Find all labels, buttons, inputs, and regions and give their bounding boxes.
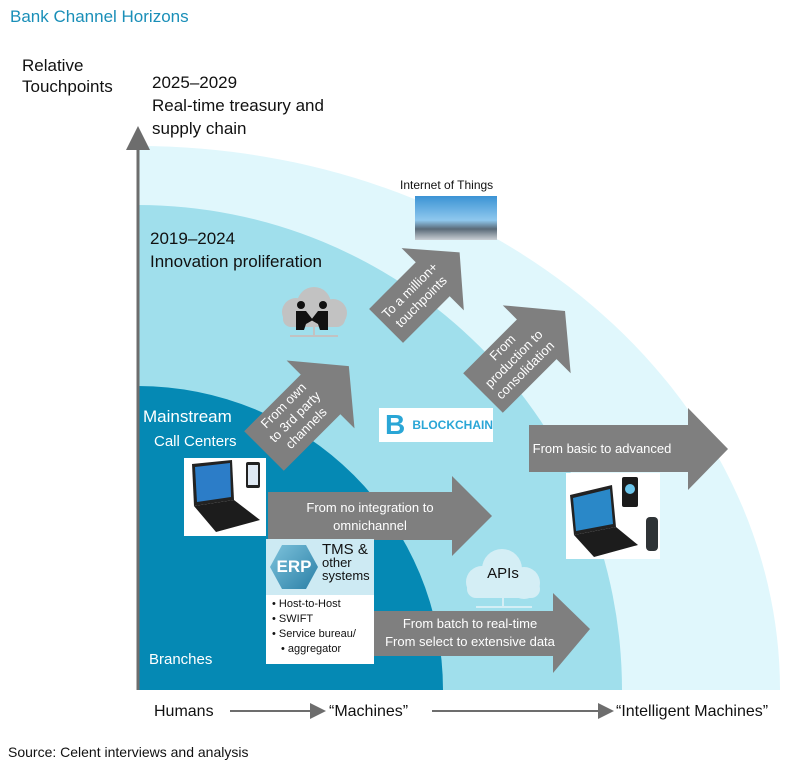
handshake-cloud-icon <box>282 287 347 337</box>
y-axis-label-line1: Relative <box>22 56 84 75</box>
blockchain-b-icon: B <box>385 409 406 440</box>
api-cloud-icon <box>466 549 540 608</box>
era-2025-line1: Real-time treasury and <box>152 96 324 115</box>
laptop-phone-image <box>184 458 266 536</box>
arrow-advanced-text: From basic to advanced <box>533 441 672 456</box>
erp-logo-icon: ERP <box>270 545 318 589</box>
apis-label: APIs <box>487 565 519 582</box>
y-axis-label-line2: Touchpoints <box>22 77 113 96</box>
branches-label: Branches <box>149 651 213 668</box>
erp-header: ERP TMS & other systems <box>266 539 374 595</box>
arrow-omnichannel <box>268 476 492 556</box>
era-2019-label: Innovation proliferation <box>150 252 323 271</box>
x-label-machines: “Machines” <box>329 703 409 720</box>
arrow-omnichannel-line2: omnichannel <box>333 518 407 533</box>
arrow-realtime <box>374 593 590 673</box>
x-label-humans: Humans <box>154 703 214 720</box>
x-label-intelligent-machines: “Intelligent Machines” <box>616 703 769 720</box>
erp-title-line2: other <box>322 555 352 570</box>
era-mainstream: Mainstream <box>143 407 232 426</box>
era-2025-line2: supply chain <box>152 119 247 138</box>
era-2019-years: 2019–2024 <box>150 229 236 248</box>
erp-item: SWIFT <box>272 612 356 627</box>
y-axis-label: Relative Touchpoints <box>22 55 113 97</box>
call-centers-label: Call Centers <box>154 433 237 450</box>
erp-list: Host-to-Host SWIFT Service bureau/ aggre… <box>266 597 356 657</box>
arrow-advanced <box>529 408 728 490</box>
era-2019-2024: 2019–2024 Innovation proliferation <box>150 227 322 273</box>
arrow-omnichannel-line1: From no integration to <box>306 500 433 515</box>
intelligent-devices-image <box>566 473 660 559</box>
iot-cloud-image <box>415 196 497 240</box>
iot-label: Internet of Things <box>400 178 494 192</box>
erp-item: Host-to-Host <box>272 597 356 612</box>
arrow-realtime-line2: From select to extensive data <box>385 634 556 649</box>
diagram-title: Bank Channel Horizons <box>10 7 189 26</box>
arrow-million: To a million+ touchpoints <box>369 248 464 343</box>
blockchain-logo: B BLOCKCHAIN <box>379 408 493 442</box>
era-2025-years: 2025–2029 <box>152 73 238 92</box>
erp-item: Service bureau/ <box>272 627 356 642</box>
era-2025-2029: 2025–2029 Real-time treasury and supply … <box>152 71 324 140</box>
erp-title-line3: systems <box>322 568 370 583</box>
blockchain-label: BLOCKCHAIN <box>412 418 493 432</box>
arrow-realtime-line1: From batch to real-time <box>403 616 537 631</box>
source-note: Source: Celent interviews and analysis <box>8 744 249 760</box>
erp-title-line1: TMS & <box>322 541 368 558</box>
erp-item: aggregator <box>272 642 356 657</box>
erp-title: TMS & other systems <box>322 541 370 583</box>
erp-box: ERP TMS & other systems Host-to-Host SWI… <box>266 539 374 664</box>
